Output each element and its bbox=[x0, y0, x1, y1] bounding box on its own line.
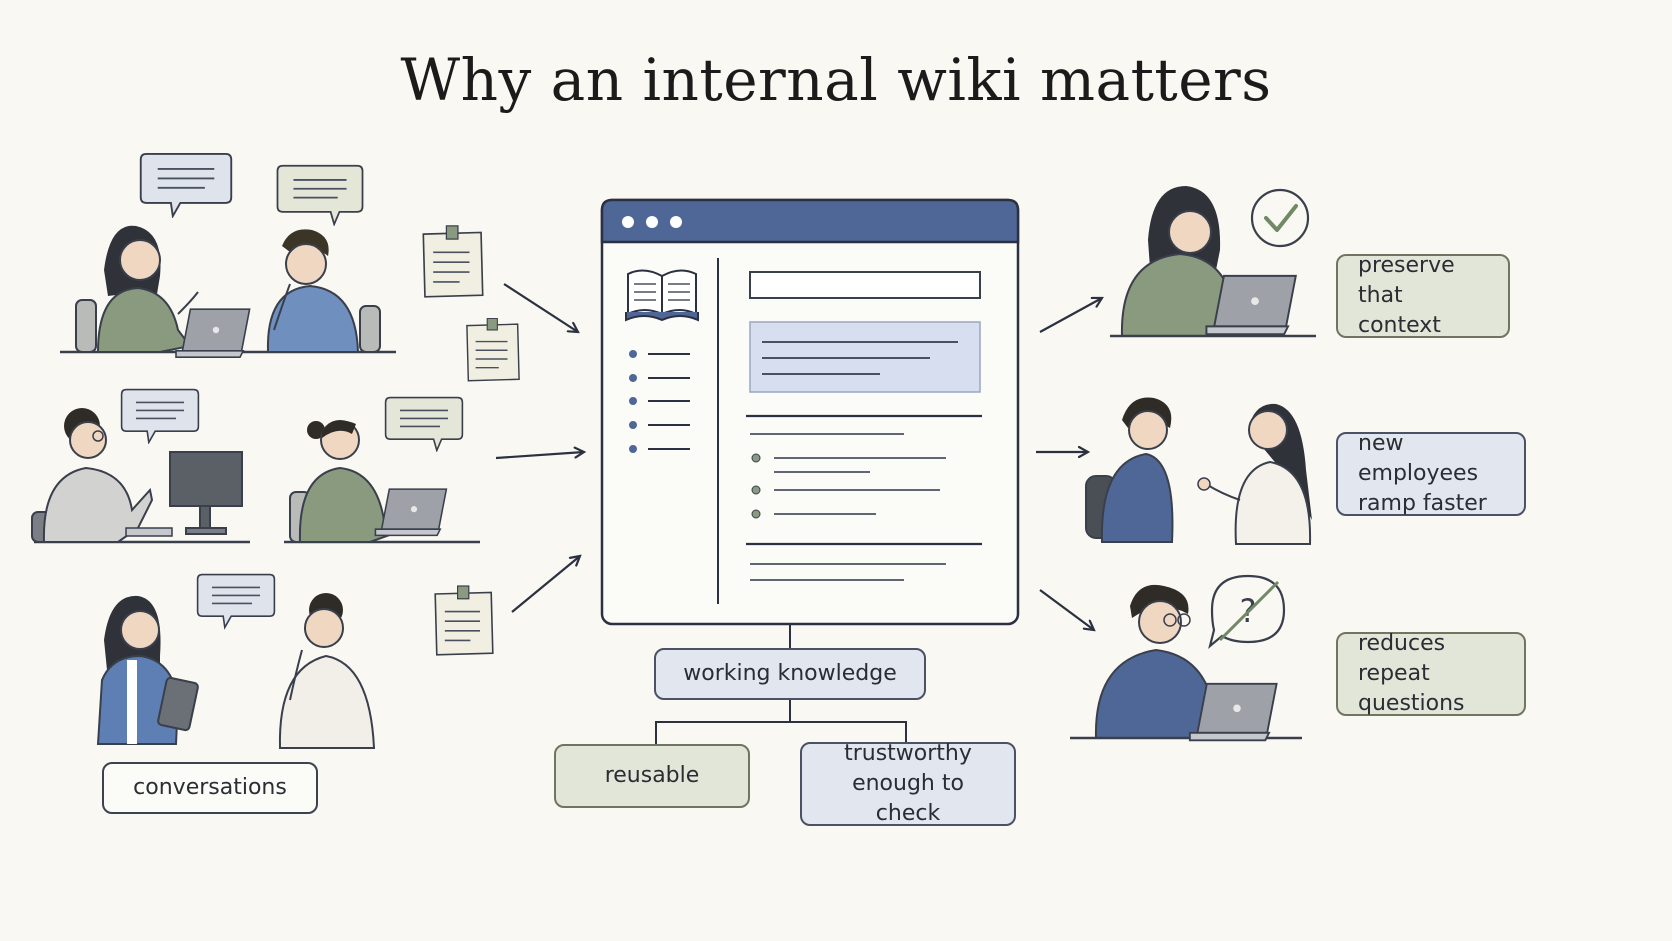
wiki-search-bar bbox=[749, 271, 981, 299]
arrow-icon bbox=[1039, 589, 1094, 630]
reusable-box: reusable bbox=[554, 744, 750, 808]
conversations-label: conversations bbox=[133, 775, 287, 800]
arrow-icon bbox=[495, 452, 584, 460]
speech-bubble-icon bbox=[196, 573, 276, 629]
arrow-icon bbox=[503, 283, 578, 332]
conversation-scene-3 bbox=[96, 573, 376, 749]
laptop-icon bbox=[175, 308, 251, 359]
conversation-scene-2 bbox=[31, 388, 480, 544]
outcome-label: preserve that context bbox=[1358, 253, 1455, 338]
open-book-icon bbox=[625, 269, 699, 322]
sticky-note-icon bbox=[434, 585, 494, 656]
sticky-note-icon bbox=[466, 318, 520, 382]
conversations-box: conversations bbox=[102, 762, 318, 814]
checkmark-icon bbox=[1250, 188, 1310, 248]
outcome-label: new employees ramp faster bbox=[1358, 431, 1487, 516]
speech-bubble-icon bbox=[139, 152, 233, 218]
outcome-scene-2 bbox=[1085, 397, 1312, 545]
conversation-scene-1 bbox=[60, 152, 396, 359]
sticky-note-icon bbox=[422, 224, 484, 298]
outcome-scene-1 bbox=[1110, 186, 1316, 338]
laptop-icon bbox=[374, 488, 448, 537]
speech-bubble-icon bbox=[384, 396, 464, 452]
reusable-label: reusable bbox=[604, 763, 700, 788]
page-title: Why an internal wiki matters bbox=[400, 46, 1272, 114]
speech-bubble-icon bbox=[276, 164, 364, 226]
speech-bubble-icon bbox=[120, 388, 200, 444]
window-dot-icon bbox=[670, 216, 682, 228]
window-dot-icon bbox=[622, 216, 634, 228]
wiki-sidebar-list bbox=[629, 350, 690, 453]
outcome-preserve-context-box: preserve that context bbox=[1336, 253, 1510, 338]
window-dot-icon bbox=[646, 216, 658, 228]
no-questions-icon: ? bbox=[1208, 574, 1286, 650]
working-knowledge-box: working knowledge bbox=[654, 648, 926, 700]
outcome-label: reduces repeat questions bbox=[1358, 631, 1465, 716]
outcome-scene-3: ? bbox=[1070, 574, 1302, 742]
wiki-window bbox=[600, 198, 1020, 626]
trustworthy-box: trustworthy enough to check bbox=[800, 741, 1016, 826]
outcome-reduces-questions-box: reduces repeat questions bbox=[1336, 631, 1526, 716]
outcome-ramp-faster-box: new employees ramp faster bbox=[1336, 431, 1526, 516]
arrow-icon bbox=[1039, 298, 1102, 333]
working-knowledge-label: working knowledge bbox=[683, 661, 897, 686]
tablet-icon bbox=[157, 676, 199, 732]
trustworthy-label: trustworthy enough to check bbox=[844, 741, 972, 826]
arrow-icon bbox=[511, 556, 580, 613]
